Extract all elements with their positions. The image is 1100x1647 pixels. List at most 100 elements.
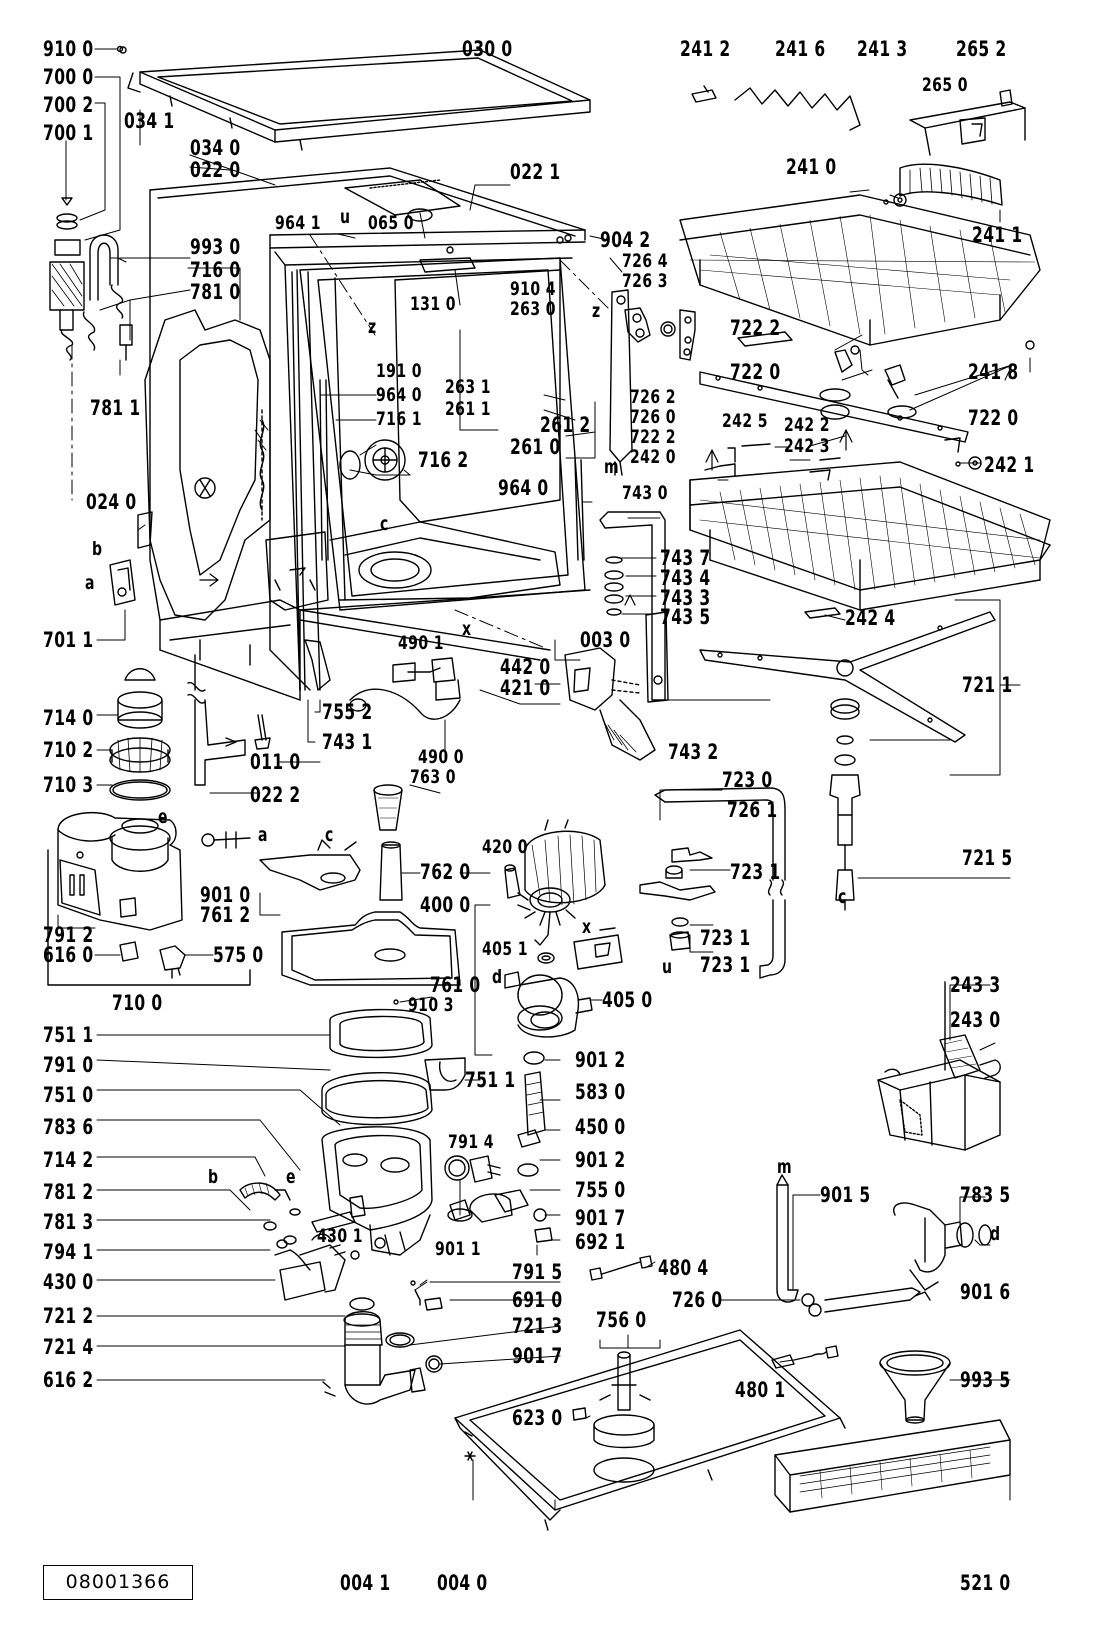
label-575-0: 575 0 [213, 943, 264, 967]
label-c-2: c [325, 824, 334, 846]
label-710-0: 710 0 [112, 991, 163, 1015]
label-480-4: 480 4 [658, 1256, 709, 1280]
label-700-0: 700 0 [43, 65, 94, 89]
label-783-5: 783 5 [960, 1183, 1011, 1207]
label-701-1: 701 1 [43, 628, 94, 652]
label-024-0: 024 0 [86, 490, 137, 514]
label-794-1: 794 1 [43, 1240, 94, 1264]
inlet-hose-set [50, 47, 132, 360]
label-716-0: 716 0 [190, 258, 241, 282]
label-242-2: 242 2 [784, 414, 830, 436]
label-003-0: 003 0 [580, 628, 631, 652]
arrow-markers [200, 430, 852, 605]
label-723-1-c: 723 1 [700, 953, 751, 977]
label-755-2: 755 2 [322, 700, 373, 724]
label-726-0-b: 726 0 [672, 1288, 723, 1312]
label-783-6: 783 6 [43, 1115, 94, 1139]
label-004-0: 004 0 [437, 1571, 488, 1595]
label-450-0: 450 0 [575, 1115, 626, 1139]
label-430-1: 430 1 [317, 1225, 363, 1247]
label-901-7-b: 901 7 [512, 1344, 563, 1368]
label-c-1: c [380, 513, 389, 535]
label-762-0: 762 0 [420, 860, 471, 884]
label-022-2: 022 2 [250, 783, 301, 807]
label-743-1: 743 1 [322, 730, 373, 754]
label-716-1: 716 1 [376, 408, 422, 430]
leader-lines [58, 49, 1030, 1510]
label-b-1: b [92, 538, 103, 560]
label-241-0: 241 0 [786, 155, 837, 179]
drain-outlet [323, 1281, 442, 1404]
label-z-2: z [592, 300, 601, 322]
label-721-3: 721 3 [512, 1314, 563, 1338]
filter-plate [260, 840, 460, 1004]
label-261-2: 261 2 [540, 413, 591, 437]
label-964-1: 964 1 [275, 212, 321, 234]
label-710-2: 710 2 [43, 738, 94, 762]
label-022-1: 022 1 [510, 160, 561, 184]
label-721-2: 721 2 [43, 1304, 94, 1328]
label-263-1: 263 1 [445, 376, 491, 398]
siphon-trap [894, 1203, 991, 1290]
label-910-4: 910 4 [510, 278, 556, 300]
label-191-0: 191 0 [376, 360, 422, 382]
label-721-1: 721 1 [962, 673, 1013, 697]
label-030-0: 030 0 [462, 37, 513, 61]
label-726-1: 726 1 [727, 798, 778, 822]
label-791-2: 791 2 [43, 923, 94, 947]
label-265-0: 265 0 [922, 74, 968, 96]
filter-cartridge [374, 785, 402, 900]
label-743-5: 743 5 [660, 605, 711, 629]
label-755-0: 755 0 [575, 1178, 626, 1202]
side-insulation-panel [145, 310, 270, 620]
wire-harness-480-4 [590, 1256, 652, 1280]
label-034-0: 034 0 [190, 136, 241, 160]
label-781-1: 781 1 [90, 396, 141, 420]
water-softener [58, 669, 250, 978]
label-616-0: 616 0 [43, 943, 94, 967]
label-722-2-b: 722 2 [630, 426, 676, 448]
cabinet-tub [150, 168, 590, 700]
label-781-0: 781 0 [190, 280, 241, 304]
sump-fittings [240, 1156, 500, 1300]
label-723-1-b: 723 1 [700, 926, 751, 950]
label-791-0: 791 0 [43, 1053, 94, 1077]
label-x-1: x [462, 618, 472, 640]
hinge-bracket [266, 532, 330, 690]
label-c-3: c [838, 886, 847, 908]
label-716-2: 716 2 [418, 448, 469, 472]
label-243-0: 243 0 [950, 1008, 1001, 1032]
label-400-0: 400 0 [420, 893, 471, 917]
label-034-1: 034 1 [124, 109, 175, 133]
label-722-0-b: 722 0 [968, 406, 1019, 430]
label-964-0-a: 964 0 [376, 384, 422, 406]
label-242-4: 242 4 [845, 606, 896, 630]
label-781-3: 781 3 [43, 1210, 94, 1234]
label-241-6: 241 6 [775, 37, 826, 61]
upper-basket [680, 86, 1040, 349]
screw-904 [557, 237, 563, 243]
label-241-2: 241 2 [680, 37, 731, 61]
label-065-0: 065 0 [368, 212, 414, 234]
sump-assembly [322, 1010, 465, 1255]
label-700-2: 700 2 [43, 93, 94, 117]
label-791-5: 791 5 [512, 1260, 563, 1284]
label-700-1: 700 1 [43, 121, 94, 145]
label-521-0: 521 0 [960, 1571, 1011, 1595]
control-panel-521 [775, 1420, 1010, 1512]
label-901-2-b: 901 2 [575, 1148, 626, 1172]
label-261-1: 261 1 [445, 398, 491, 420]
label-421-0: 421 0 [500, 676, 551, 700]
label-726-4: 726 4 [622, 250, 668, 272]
label-616-2: 616 2 [43, 1368, 94, 1392]
label-743-4: 743 4 [660, 566, 711, 590]
label-904-2: 904 2 [600, 228, 651, 252]
label-993-0: 993 0 [190, 235, 241, 259]
label-241-1: 241 1 [972, 223, 1023, 247]
screw-and-plate [188, 655, 270, 785]
label-241-3: 241 3 [857, 37, 908, 61]
label-405-0: 405 0 [602, 988, 653, 1012]
label-490-1: 490 1 [398, 632, 444, 654]
screw-904b [565, 235, 571, 241]
label-623-0: 623 0 [512, 1406, 563, 1430]
